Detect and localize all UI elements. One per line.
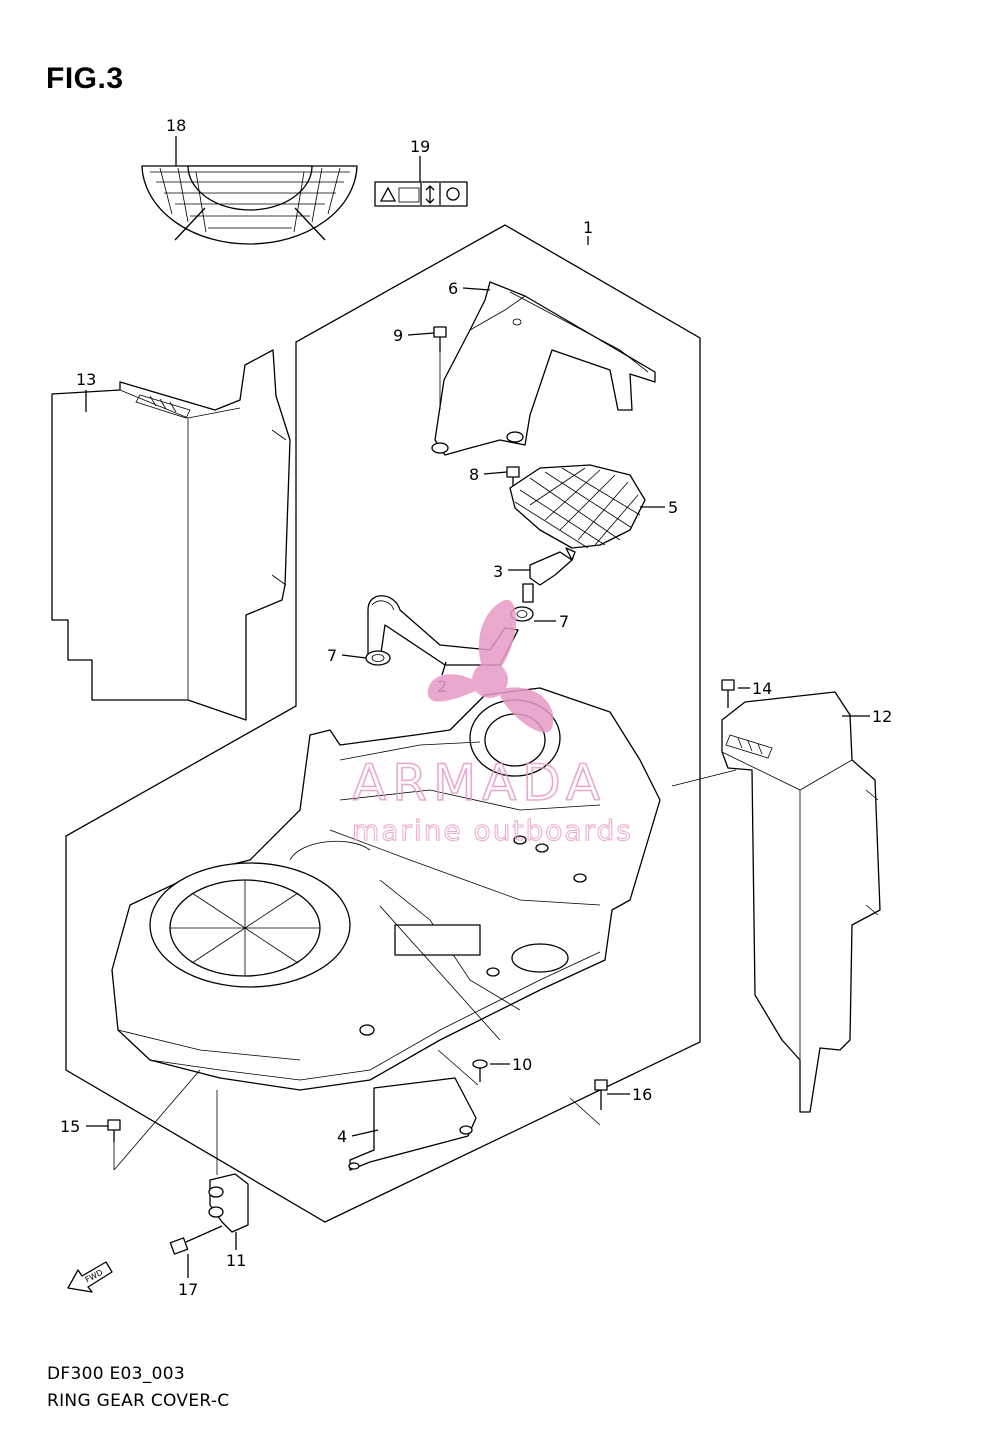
assembly-boundary	[65, 224, 701, 1223]
part-1-ring-gear-cover[interactable]	[111, 687, 661, 1091]
callout-14: 14	[752, 679, 772, 698]
callout-18: 18	[166, 116, 186, 135]
callout-8: 8	[469, 465, 479, 484]
callout-3: 3	[493, 562, 503, 581]
part-14-bolt[interactable]	[721, 679, 735, 708]
part-7-hose-clamp-lower[interactable]	[365, 650, 391, 666]
callout-16: 16	[632, 1085, 652, 1104]
part-4-bracket[interactable]	[348, 1077, 477, 1171]
part-6-duct-cover[interactable]	[431, 281, 656, 456]
callout-7-lower: 7	[327, 646, 337, 665]
part-19-warning-label[interactable]	[374, 181, 468, 207]
watermark-tagline: marine outboards	[352, 814, 633, 847]
part-18-ring-screen[interactable]	[141, 165, 358, 245]
diagram-name: RING GEAR COVER-C	[47, 1391, 230, 1411]
part-9-bolt[interactable]	[433, 326, 447, 410]
callout-1: 1	[583, 218, 593, 237]
part-11-holder[interactable]	[208, 1173, 249, 1233]
callout-10: 10	[512, 1055, 532, 1074]
callout-9: 9	[393, 326, 403, 345]
part-13-left-cover[interactable]	[51, 349, 291, 721]
part-15-bolt[interactable]	[107, 1119, 121, 1142]
part-3-connector[interactable]	[522, 547, 576, 603]
callout-12: 12	[872, 707, 892, 726]
diagram-code: DF300 E03_003	[47, 1364, 185, 1384]
figure-title: FIG.3	[46, 62, 124, 95]
callout-7-upper: 7	[559, 612, 569, 631]
part-16-bolt[interactable]	[594, 1079, 608, 1110]
callout-5: 5	[668, 498, 678, 517]
callout-13: 13	[76, 370, 96, 389]
part-5-screen-dome[interactable]	[509, 464, 646, 549]
watermark-brand: ARMADA	[352, 754, 606, 812]
callout-15: 15	[60, 1117, 80, 1136]
callout-11: 11	[226, 1251, 246, 1270]
part-17-bolt[interactable]	[169, 1225, 223, 1255]
leader-lines	[85, 136, 870, 1278]
part-10-screw[interactable]	[472, 1059, 488, 1082]
callout-labels: 18 19 1 6 9 13 8 5 3 7 7 2 14 12 10 16 1…	[60, 116, 892, 1299]
callout-6: 6	[448, 279, 458, 298]
callout-4: 4	[337, 1127, 347, 1146]
part-12-right-cover[interactable]	[721, 691, 881, 1113]
armada-watermark: ARMADA marine outboards	[351, 599, 633, 848]
callout-19: 19	[410, 137, 430, 156]
fwd-arrow-icon: FWD	[67, 1261, 113, 1293]
callout-17: 17	[178, 1280, 198, 1299]
